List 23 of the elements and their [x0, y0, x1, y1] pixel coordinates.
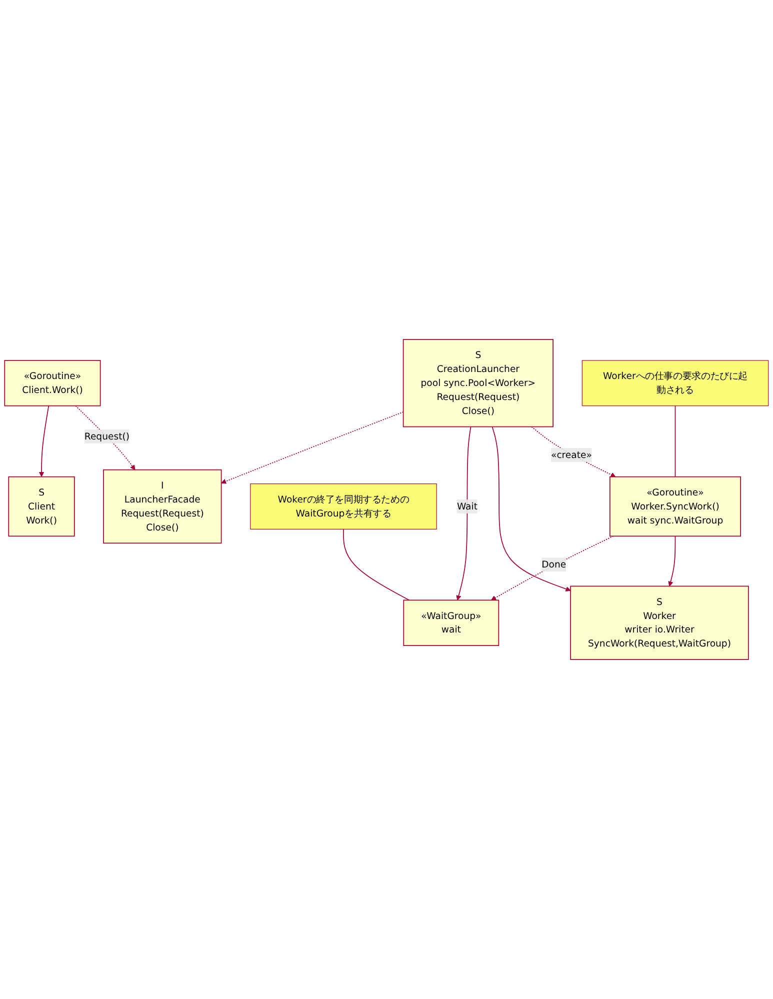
node-box: I LauncherFacade Request(Request) Close()	[103, 469, 222, 544]
arrow	[75, 405, 136, 470]
arrow	[668, 536, 676, 586]
arrow	[38, 405, 50, 478]
node-box: S CreationLauncher pool sync.Pool<Worker> Request(Request) Close()	[402, 339, 554, 428]
edge-label: Done	[542, 558, 566, 570]
node-box: «Goroutine» Worker.SyncWork() wait sync.WaitGroup	[609, 476, 742, 537]
arrow	[531, 426, 616, 478]
node-box: Wokerの終了を同期するためのWaitGroupを共有する	[250, 484, 437, 530]
edge-label: Wait	[456, 500, 478, 512]
node-box: Workerへの仕事の要求のたびに起動される	[582, 360, 769, 406]
node-box: «WaitGroup» wait	[403, 600, 500, 646]
arrow	[491, 536, 614, 600]
edge-label: «create»	[550, 449, 592, 460]
connector	[674, 405, 676, 478]
edge-label: Request()	[84, 430, 130, 442]
arrow	[221, 412, 404, 484]
arrow	[492, 426, 571, 592]
node-box: «Goroutine» Client.Work()	[4, 360, 101, 406]
arrow	[456, 426, 472, 600]
node-box: S Client Work()	[8, 476, 75, 537]
node-box: S Worker writer io.Writer SyncWork(Request,WaitGroup)	[570, 586, 749, 660]
connector	[343, 528, 410, 601]
